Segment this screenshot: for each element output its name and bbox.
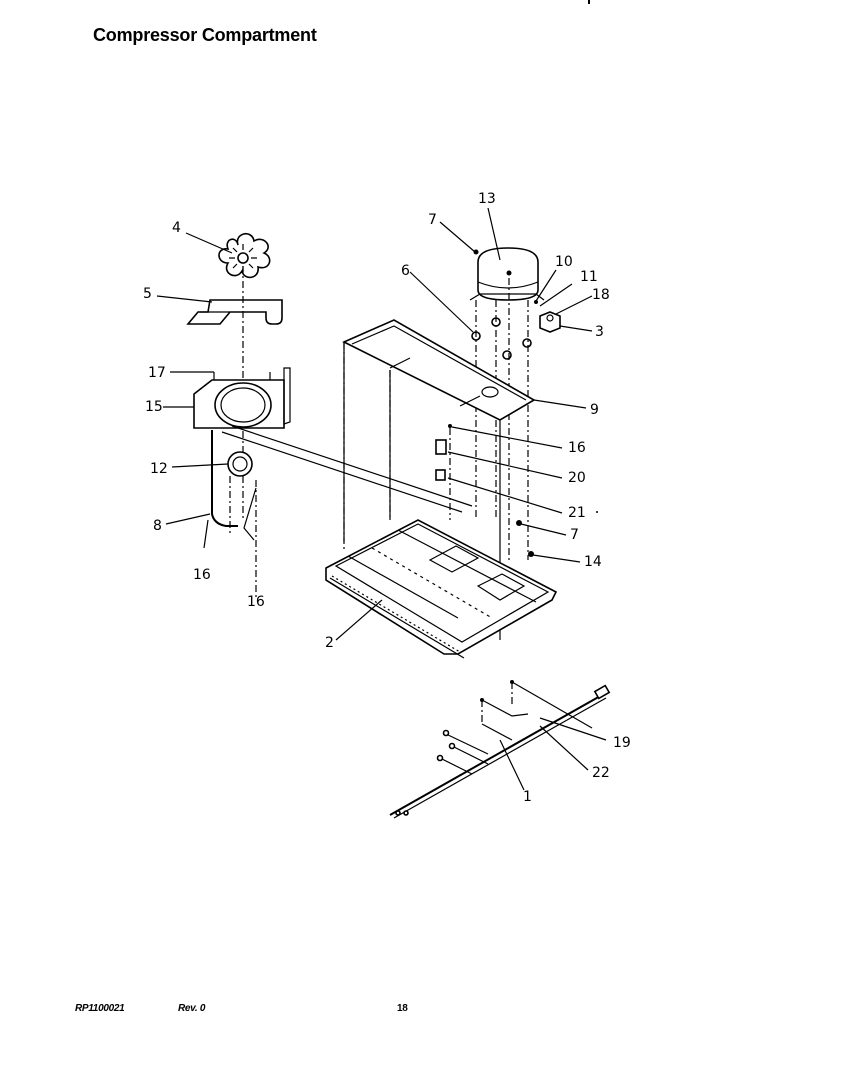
capacitor-parts — [435, 424, 452, 481]
callout-22: 22 — [592, 765, 610, 781]
callout-5: 5 — [143, 286, 152, 302]
callout-8: 8 — [153, 518, 162, 534]
callout-4: 4 — [172, 220, 181, 236]
fan-bracket-part — [186, 299, 283, 325]
grommet-parts — [471, 317, 532, 360]
callout-1: 1 — [523, 789, 532, 805]
condenser-tube-part — [203, 430, 238, 549]
callout-7-bottom: 7 — [570, 527, 579, 543]
callout-17: 17 — [148, 365, 166, 381]
revision-label: Rev. 0 — [178, 1003, 206, 1014]
callout-14: 14 — [584, 554, 602, 570]
callout-3: 3 — [595, 324, 604, 340]
callout-16-right: 16 — [568, 440, 586, 456]
page-edge-mark — [588, 0, 590, 4]
callout-16-left: 16 — [193, 567, 211, 583]
fan-motor-part — [227, 451, 257, 600]
callout-16-center: 16 — [247, 594, 265, 610]
callout-10: 10 — [555, 254, 573, 270]
callout-labels: 1 2 3 4 5 6 7 7 8 9 10 11 12 13 14 15 16… — [143, 191, 631, 805]
wire-harness-part — [389, 680, 611, 819]
callout-15: 15 — [145, 399, 163, 415]
compressor-part — [469, 247, 545, 301]
callout-20: 20 — [568, 470, 586, 486]
document-id: RP1100021 — [75, 1003, 125, 1014]
relay-part — [539, 311, 561, 333]
page-title: Compressor Compartment — [93, 25, 317, 45]
page-number: 18 — [397, 1003, 408, 1014]
callout-11: 11 — [580, 269, 598, 285]
callout-12: 12 — [150, 461, 168, 477]
base-pan-part — [325, 342, 558, 659]
fan-shroud-part — [193, 367, 291, 429]
callout-9: 9 — [590, 402, 599, 418]
callout-18: 18 — [592, 287, 610, 303]
callout-2: 2 — [325, 635, 334, 651]
callout-13: 13 — [478, 191, 496, 207]
callout-19: 19 — [613, 735, 631, 751]
callout-6: 6 — [401, 263, 410, 279]
callout-21: 21 — [568, 505, 586, 521]
callout-7-top: 7 — [428, 212, 437, 228]
base-vent-holes — [331, 547, 493, 653]
fan-blade-part — [218, 233, 271, 279]
